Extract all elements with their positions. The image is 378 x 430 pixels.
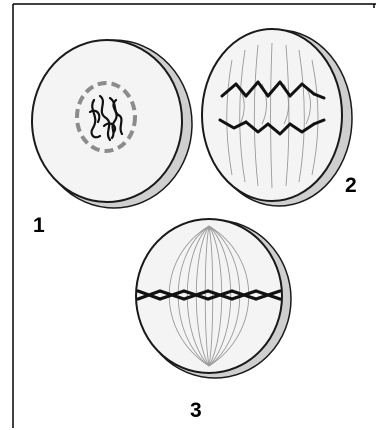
cell-1-label: 1	[33, 215, 45, 236]
cell-1-prophase	[32, 40, 192, 208]
cell-2-label: 2	[345, 175, 357, 196]
cell-2-anaphase	[202, 29, 352, 206]
cell-1-membrane	[32, 40, 182, 202]
cell-3-metaphase	[136, 219, 291, 378]
cell-3-label: 3	[190, 400, 202, 421]
